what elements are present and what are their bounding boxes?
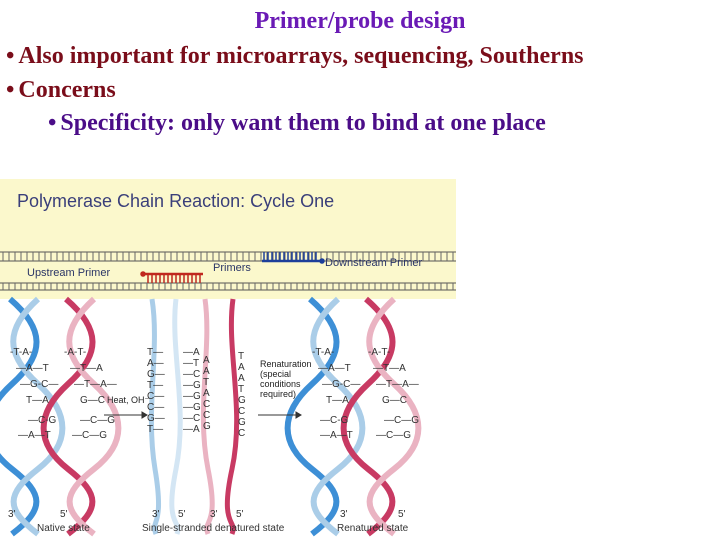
base-pair-label: —C—G — [384, 415, 419, 426]
renaturation-arrow — [258, 411, 302, 419]
renaturation-line-1: Renaturation — [260, 359, 312, 369]
bullet-dot: • — [6, 77, 15, 103]
native-helix-right — [40, 296, 122, 537]
end-5-label: 5' — [60, 509, 68, 520]
renaturation-line-3: conditions — [260, 379, 301, 389]
sub-bullet-1: •Specificity: only want them to bind at … — [48, 110, 546, 137]
end-3-label: 3' — [340, 509, 348, 520]
base-pair-label: G—C — [382, 395, 407, 406]
base-pair-label: —A—T — [16, 363, 49, 374]
renaturation-line-2: (special — [260, 369, 292, 379]
bullet-1: •Also important for microarrays, sequenc… — [6, 43, 584, 70]
upstream-primer-label: Upstream Primer — [27, 267, 111, 279]
renaturation-label: Renaturation (special conditions require… — [260, 359, 312, 399]
sub-bullet-1-text: Specificity: only want them to bind at o… — [60, 110, 546, 136]
denatured-state-label: Single-stranded denatured state — [142, 523, 285, 534]
base-pair-label: —T—A — [373, 363, 406, 374]
end-5-label: 5' — [178, 509, 186, 520]
denatured-bases-1: T—A—G—T—C—C—G—T— — [147, 347, 165, 435]
heat-arrow — [104, 411, 148, 419]
renaturation-line-4: required) — [260, 389, 297, 399]
end-3-label: 3' — [210, 509, 218, 520]
bullet-dot: • — [48, 110, 57, 136]
downstream-primer — [262, 252, 325, 264]
base-pair-label: -T-A- — [10, 347, 33, 358]
base-pair-label: —G-C— — [20, 379, 59, 390]
base-pair-label: —T—A— — [376, 379, 419, 390]
pcr-figure: Polymerase Chain Reaction: Cycle One — [0, 179, 456, 540]
native-helix-left — [0, 296, 66, 537]
renatured-state-label: Renatured state — [337, 523, 409, 534]
denatured-bases-2: —A—T—C—G—G—G—C—A — [183, 347, 201, 435]
bullet-2-text: Concerns — [18, 77, 116, 103]
pcr-panel-title: Polymerase Chain Reaction: Cycle One — [17, 191, 335, 211]
base-pair-label: —C—G — [80, 415, 115, 426]
end-5-label: 5' — [398, 509, 406, 520]
native-state-label: Native state — [37, 523, 90, 534]
base-pair-label: —A—T — [318, 363, 351, 374]
base-pair-label: -A-T- — [368, 347, 391, 358]
base-pair-label: —T—A— — [74, 379, 117, 390]
primers-label: Primers — [213, 262, 251, 274]
base-pair-label: —C-G — [28, 415, 57, 426]
base-pair-label: T—A — [26, 395, 49, 406]
base-pair-label: —C—G — [376, 430, 411, 441]
base-pair-label: G—C — [80, 395, 105, 406]
bullet-2: •Concerns — [6, 77, 116, 104]
base-pair-label: —A—T — [18, 430, 51, 441]
base-pair-label: —C—G — [72, 430, 107, 441]
template-dna-strand — [0, 251, 456, 291]
base-pair-label: —A—T — [320, 430, 353, 441]
base-pair-label: T—A — [326, 395, 349, 406]
base-pair-label: —T—A — [70, 363, 103, 374]
bullet-1-text: Also important for microarrays, sequenci… — [18, 43, 584, 69]
end-3-label: 3' — [152, 509, 160, 520]
base-pair-label: -T-A- — [312, 347, 335, 358]
slide-title: Primer/probe design — [254, 8, 466, 34]
denatured-strands — [148, 298, 240, 535]
pcr-diagram-graphic — [0, 251, 456, 537]
bullet-dot: • — [6, 43, 15, 69]
end-3-label: 3' — [8, 509, 16, 520]
base-pair-label: -A-T- — [64, 347, 87, 358]
end-5-label: 5' — [236, 509, 244, 520]
renatured-helix-right — [340, 296, 422, 537]
pcr-panel-header: Polymerase Chain Reaction: Cycle One — [0, 179, 456, 299]
renatured-helix-left — [284, 296, 366, 537]
upstream-primer — [140, 271, 203, 283]
heat-label: Heat, OH⁻ — [107, 395, 150, 405]
downstream-primer-label: Downstream Primer — [325, 257, 423, 269]
base-pair-label: —G-C— — [322, 379, 361, 390]
base-pair-label: —C-G — [320, 415, 349, 426]
